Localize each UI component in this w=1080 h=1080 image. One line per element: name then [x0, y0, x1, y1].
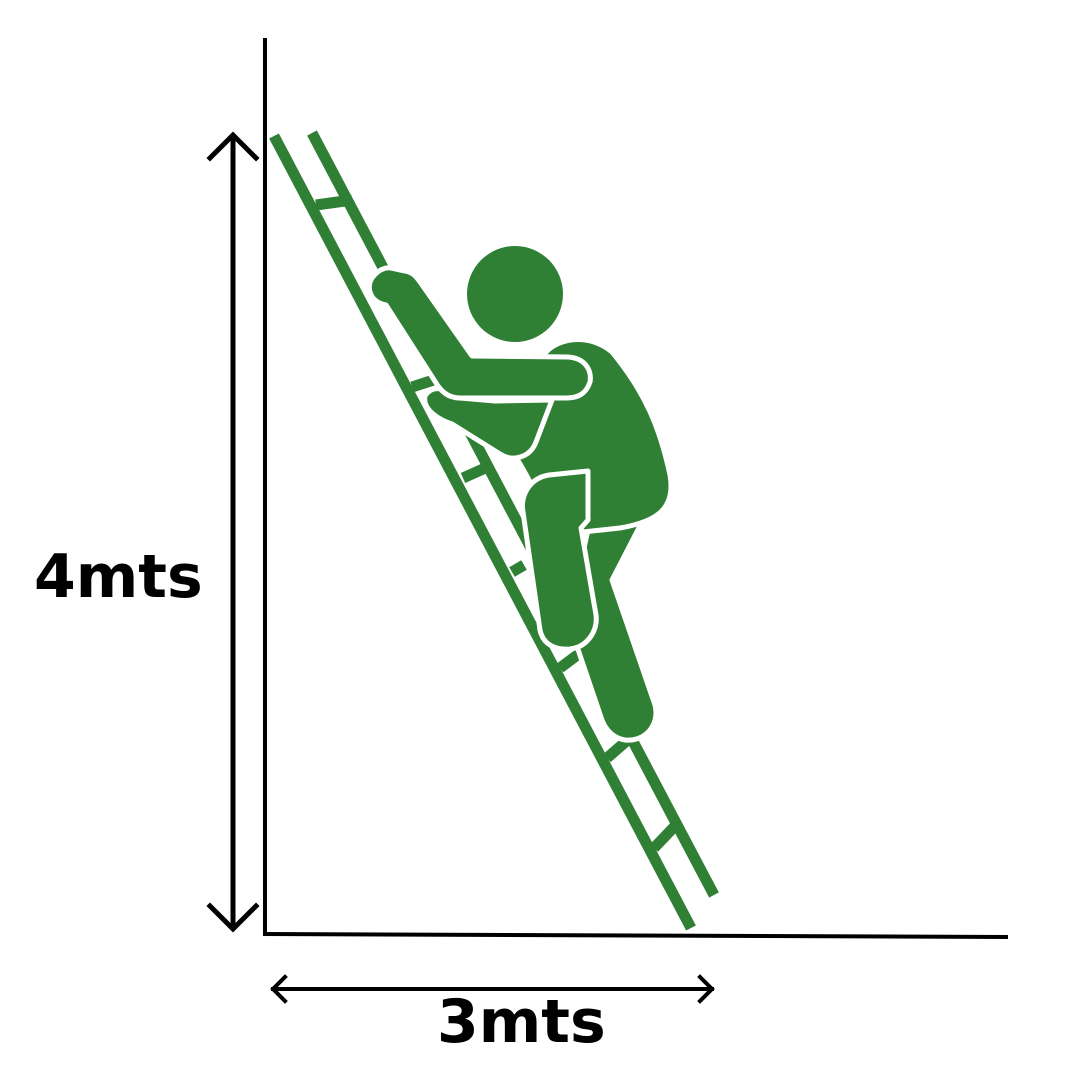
- width-dimension-arrow: [270, 974, 715, 1004]
- ladder-rung: [650, 822, 679, 852]
- width-label: 3mts: [437, 987, 606, 1057]
- height-label: 4mts: [34, 542, 203, 612]
- ladder-front-rail: [269, 133, 696, 931]
- climber-raised-arm: [366, 265, 593, 401]
- climber-head: [467, 246, 563, 342]
- ground-line: [262, 932, 1009, 939]
- height-dimension-arrow: [206, 131, 260, 933]
- ladder-icon: [269, 130, 719, 931]
- ladder-back-rail: [307, 130, 719, 898]
- ladder-rung: [315, 194, 353, 211]
- person-climbing-ladder-icon: [366, 246, 674, 743]
- climber-front-leg: [519, 468, 599, 652]
- ladder-rung: [509, 560, 527, 577]
- ladder-rung: [460, 459, 495, 484]
